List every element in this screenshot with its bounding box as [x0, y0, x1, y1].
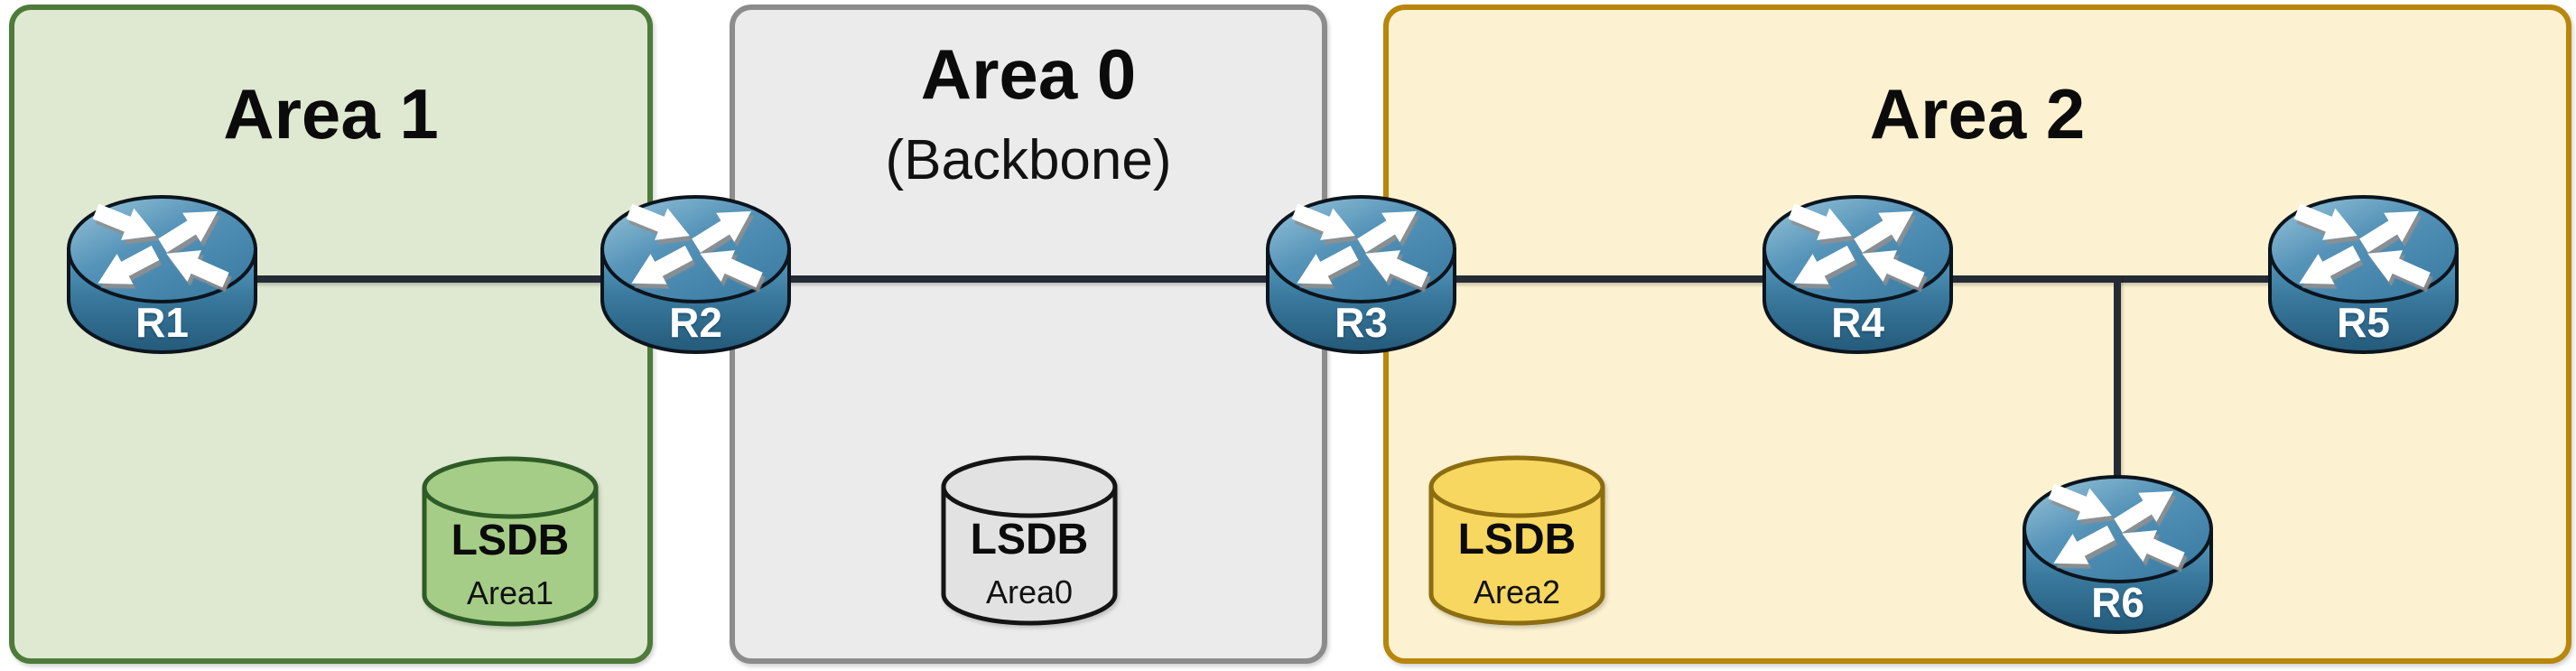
router-r6: R6 — [2021, 473, 2215, 636]
lsdb-area2-sublabel: Area2 — [1473, 573, 1561, 610]
router-r4: R4 — [1761, 193, 1955, 356]
lsdb-area0-cylinder: LSDB Area0 — [939, 453, 1120, 628]
router-r2: R2 — [599, 193, 793, 356]
router-r2-label: R2 — [669, 299, 722, 346]
cylinder-top — [422, 456, 599, 519]
router-icon — [2023, 475, 2213, 634]
router-arrows — [1788, 203, 1925, 288]
link-r1-r2 — [162, 275, 695, 283]
router-r1: R1 — [65, 193, 259, 356]
area-2-title: Area 2 — [1869, 74, 2086, 154]
lsdb-area2-label: LSDB — [1457, 516, 1576, 564]
router-r5-label: R5 — [2337, 299, 2390, 346]
lsdb-area1-sublabel: Area1 — [466, 574, 554, 611]
cylinder-body — [941, 487, 1118, 626]
cylinder-body — [1428, 487, 1605, 626]
link-r2-r3 — [695, 275, 1362, 283]
cylinder-top — [941, 455, 1118, 518]
router-arrows — [2293, 203, 2431, 288]
database-cylinder-icon — [422, 456, 599, 627]
router-r1-label: R1 — [135, 299, 189, 346]
lsdb-area1-label: LSDB — [451, 517, 570, 564]
area-0-title: Area 0 — [920, 34, 1137, 114]
router-arrows — [92, 203, 229, 288]
area-0-subtitle: (Backbone) — [885, 129, 1172, 191]
router-arrows — [1291, 203, 1428, 288]
link-r6-stub — [2114, 275, 2121, 485]
router-icon — [600, 195, 791, 354]
database-cylinder-icon — [941, 455, 1118, 626]
lsdb-area0-sublabel: Area0 — [985, 573, 1074, 610]
router-r3-label: R3 — [1334, 299, 1388, 346]
lsdb-area0-label: LSDB — [970, 516, 1089, 564]
router-icon — [2268, 195, 2459, 354]
router-r5: R5 — [2266, 193, 2460, 356]
router-icon — [1266, 195, 1456, 354]
cylinder-body — [422, 488, 599, 627]
link-r3-r4 — [1362, 275, 1858, 283]
database-cylinder-icon — [1428, 455, 1605, 626]
router-icon — [1762, 195, 1953, 354]
lsdb-area2-cylinder: LSDB Area2 — [1427, 453, 1607, 628]
router-arrows — [2048, 483, 2185, 568]
router-r3: R3 — [1264, 193, 1458, 356]
router-r6-label: R6 — [2091, 579, 2144, 626]
router-r4-label: R4 — [1831, 299, 1884, 346]
lsdb-area1-cylinder: LSDB Area1 — [420, 454, 600, 629]
router-icon — [67, 195, 257, 354]
link-r4-r5 — [1858, 275, 2366, 283]
router-arrows — [626, 203, 763, 288]
area-1-title: Area 1 — [223, 74, 439, 154]
cylinder-top — [1428, 455, 1605, 518]
